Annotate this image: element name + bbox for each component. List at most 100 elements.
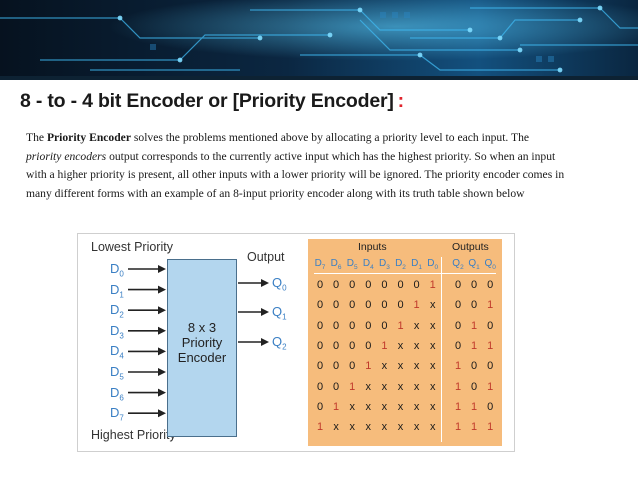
table-cell: 0	[487, 360, 494, 373]
output-label-q0-letter: Q	[272, 275, 283, 290]
input-label-d3-index: 3	[119, 331, 124, 341]
table-cell: 1	[316, 421, 324, 434]
column-header-d7-letter: D	[314, 258, 322, 269]
table-cell: x	[397, 339, 404, 352]
signal-arrows	[128, 265, 269, 418]
column-header-d6-index: 6	[337, 264, 342, 271]
slide-title-text: 8 - to - 4 bit Encoder or [Priority Enco…	[20, 90, 394, 112]
table-cell: x	[429, 339, 436, 352]
table-cell: 0	[381, 319, 388, 332]
input-label-d0-index: 0	[119, 269, 124, 279]
table-cell: x	[397, 380, 404, 393]
table-cell: 0	[316, 339, 324, 352]
paragraph-text: solves the problems mentioned above by a…	[130, 131, 530, 144]
table-cell: 0	[397, 299, 404, 312]
output-label-q1-letter: Q	[272, 304, 283, 319]
table-cell: 0	[333, 319, 340, 332]
column-header-q0: Q0	[482, 258, 498, 271]
outputs-header: Outputs	[452, 241, 489, 253]
table-cell: 1	[454, 421, 462, 434]
table-cell: 1	[471, 421, 478, 434]
header-banner	[0, 0, 638, 76]
body-paragraph: The Priority Encoder solves the problems…	[26, 129, 566, 203]
table-cell: 0	[316, 380, 324, 393]
output-label-q2-index: 2	[282, 342, 287, 352]
table-cell: 1	[454, 380, 462, 393]
table-cell: 0	[365, 299, 372, 312]
input-label-d2-index: 2	[119, 310, 124, 320]
input-label-d0-letter: D	[110, 261, 120, 276]
input-label-d6: D6	[110, 385, 124, 403]
table-cell: 1	[487, 339, 494, 352]
input-label-d5: D5	[110, 364, 124, 382]
input-label-d3: D3	[110, 323, 124, 341]
column-header-q1-letter: Q	[468, 258, 477, 269]
table-cell: 0	[333, 360, 340, 373]
circuit-board-decoration	[0, 0, 638, 76]
input-label-d7-index: 7	[119, 413, 124, 423]
output-label-q2: Q2	[272, 334, 287, 352]
input-label-d6-index: 6	[119, 393, 124, 403]
table-cell: 0	[471, 360, 478, 373]
table-cell: x	[365, 400, 372, 413]
input-label-d1-letter: D	[110, 281, 120, 297]
table-cell: x	[381, 400, 388, 413]
table-cell: 0	[333, 339, 340, 352]
table-cell: 1	[471, 400, 478, 413]
column-header-d2: D2	[393, 258, 409, 271]
column-header-d0-letter: D	[427, 258, 435, 269]
table-cell: x	[429, 299, 436, 312]
table-cell: 1	[413, 299, 420, 312]
input-label-d1-index: 1	[119, 290, 124, 300]
table-cell: 1	[381, 339, 388, 352]
table-cell: 0	[333, 299, 340, 312]
table-cell: 1	[333, 400, 340, 413]
banner-divider	[0, 76, 638, 80]
header-divider	[314, 273, 496, 274]
table-cell: 0	[333, 380, 340, 393]
column-header-q1: Q1	[466, 258, 482, 271]
table-cell: 1	[454, 400, 462, 413]
encoder-label-line: Priority	[181, 335, 223, 350]
table-cell: 0	[349, 360, 356, 373]
table-cell: 1	[454, 360, 462, 373]
table-cell: 0	[349, 299, 356, 312]
table-cell: 0	[454, 319, 462, 332]
table-cell: 0	[316, 299, 324, 312]
column-header-q2-index: 2	[460, 264, 464, 271]
column-header-d3-index: 3	[386, 264, 390, 271]
table-cell: x	[413, 400, 420, 413]
table-cell: x	[429, 380, 436, 393]
table-cell: 0	[487, 400, 494, 413]
column-header-d0-index: 0	[434, 264, 439, 271]
column-header-d3-letter: D	[378, 258, 387, 269]
table-cell: 1	[487, 421, 494, 434]
output-label-q1: Q1	[272, 304, 287, 322]
table-cell: 0	[365, 319, 372, 332]
input-arrow-d7	[128, 409, 166, 418]
output-label-q2-letter: Q	[272, 334, 283, 349]
inputs-header: Inputs	[358, 241, 387, 253]
table-cell: 0	[471, 299, 478, 312]
column-header-d5-index: 5	[353, 264, 358, 271]
table-cell: x	[429, 421, 436, 434]
input-label-d2-letter: D	[110, 302, 120, 318]
table-cell: x	[381, 421, 388, 434]
column-header-q0-index: 0	[492, 264, 496, 271]
table-cell: x	[365, 380, 372, 393]
table-cell: x	[429, 400, 436, 413]
table-cell: 0	[454, 299, 462, 312]
column-header-d3: D3	[376, 258, 392, 271]
column-header-d1-index: 1	[418, 264, 423, 271]
table-cell: 0	[381, 299, 388, 312]
column-header-d7-index: 7	[321, 264, 326, 271]
table-cell: x	[333, 421, 339, 434]
input-label-d0: D0	[110, 261, 124, 279]
highest-priority-label: Highest Priority	[91, 428, 176, 442]
input-arrow-d5	[128, 368, 166, 376]
slide-title: 8 - to - 4 bit Encoder or [Priority Enco…	[20, 90, 404, 113]
table-cell: 1	[429, 279, 436, 291]
table-cell: 1	[397, 319, 404, 332]
table-cell: x	[413, 421, 420, 434]
